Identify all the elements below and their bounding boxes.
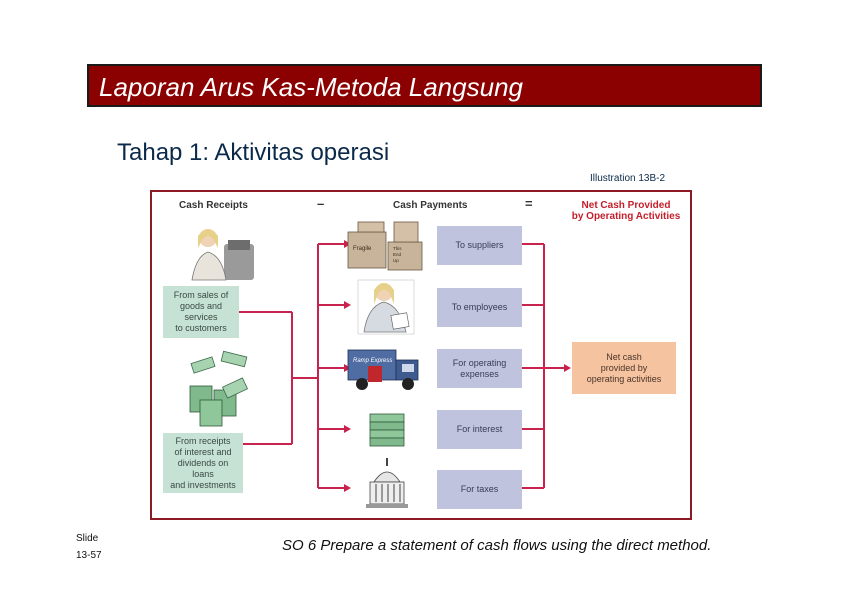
slide-subtitle: Tahap 1: Aktivitas operasi <box>117 139 389 167</box>
receipt-interest-line-4: and investments <box>170 480 236 491</box>
study-objective-footer: SO 6 Prepare a statement of cash flows u… <box>282 537 711 554</box>
receipt-interest-line-2: of interest and <box>174 447 231 458</box>
payment-box-suppliers: To suppliers <box>437 226 522 265</box>
slide-label: Slide <box>76 530 102 547</box>
slide-number-value: 13-57 <box>76 547 102 564</box>
net-cash-line-1: Net cash <box>606 352 642 363</box>
cash-receipts-header: Cash Receipts <box>179 200 248 211</box>
payment-box-interest: For interest <box>437 410 522 449</box>
minus-operator: – <box>317 196 324 211</box>
truck-label: Ramp Express <box>353 358 392 364</box>
receipt-interest-line-1: From receipts <box>175 436 230 447</box>
payment-box-operating-expenses: For operating expenses <box>437 349 522 388</box>
receipt-sales-line-2: goods and services <box>167 301 235 323</box>
net-cash-line-2: provided by <box>601 363 648 374</box>
slide-title: Laporan Arus Kas-Metoda Langsung <box>99 72 523 103</box>
cash-payments-header: Cash Payments <box>393 200 467 211</box>
box-small-label-3: Up <box>393 258 399 263</box>
cash-flow-illustration: Fragile This End Up Ramp Express <box>150 190 692 520</box>
slide-title-bar: Laporan Arus Kas-Metoda Langsung <box>87 64 762 107</box>
net-cash-header-line-2: by Operating Activities <box>562 211 690 222</box>
cash-stack-icon <box>370 414 404 446</box>
net-cash-box: Net cash provided by operating activitie… <box>572 342 676 394</box>
box-small-label-2: End <box>393 252 402 257</box>
employee-woman-icon <box>358 280 414 334</box>
payment-box-taxes: For taxes <box>437 470 522 509</box>
cashier-woman-icon <box>182 220 254 282</box>
receipt-interest-line-3: dividends on loans <box>167 458 239 480</box>
equals-operator: = <box>525 196 533 211</box>
payment-operating-line-2: expenses <box>460 369 499 380</box>
shipping-boxes-icon: Fragile This End Up <box>348 222 422 270</box>
cash-bundles-icon <box>190 351 248 426</box>
payment-box-employees: To employees <box>437 288 522 327</box>
net-cash-line-3: operating activities <box>587 374 662 385</box>
box-small-label-1: This <box>393 246 402 251</box>
receipt-sales-line-3: to customers <box>175 323 227 334</box>
illustration-label: Illustration 13B-2 <box>590 173 665 184</box>
capitol-building-icon <box>366 458 408 508</box>
receipt-sales-line-1: From sales of <box>174 290 229 301</box>
receipt-box-interest-dividends: From receipts of interest and dividends … <box>163 433 243 493</box>
fragile-label: Fragile <box>353 246 372 252</box>
receipt-box-sales: From sales of goods and services to cust… <box>163 286 239 338</box>
delivery-truck-icon: Ramp Express <box>348 350 418 390</box>
net-cash-header-line-1: Net Cash Provided <box>562 200 690 211</box>
net-cash-header: Net Cash Provided by Operating Activitie… <box>562 200 690 222</box>
slide-number: Slide 13-57 <box>76 530 102 564</box>
payment-operating-line-1: For operating <box>453 358 507 369</box>
